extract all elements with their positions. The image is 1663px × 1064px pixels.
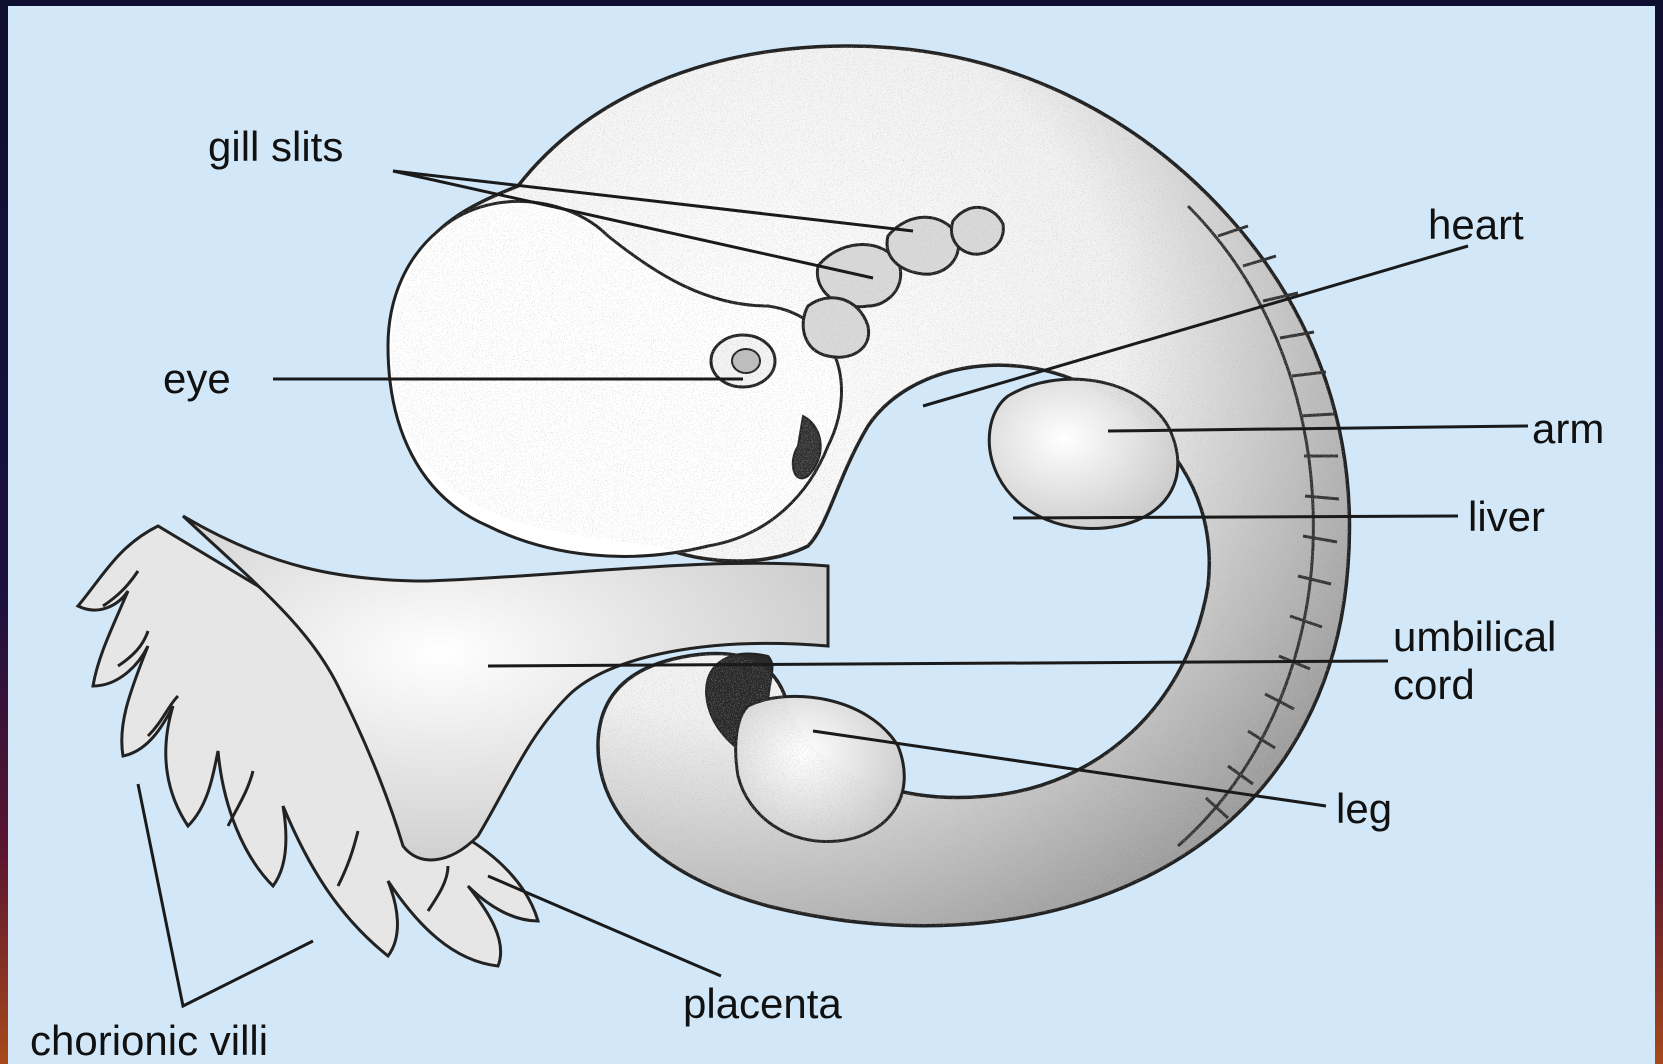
label-heart: heart: [1428, 202, 1524, 248]
leader-liver: [1013, 516, 1458, 518]
label-eye: eye: [163, 356, 231, 402]
leader-placenta: [488, 876, 721, 976]
label-chorionic-villi: chorionic villi: [30, 1018, 268, 1064]
label-leg: leg: [1336, 786, 1392, 832]
label-umbilical: umbilical: [1393, 614, 1556, 660]
label-placenta: placenta: [683, 981, 842, 1027]
label-liver: liver: [1468, 494, 1545, 540]
label-gill-slits: gill slits: [208, 124, 343, 170]
diagram-panel: gill slits eye heart arm liver umbilical…: [8, 6, 1655, 1064]
label-cord: cord: [1393, 662, 1475, 708]
stipple-texture: [391, 46, 1349, 926]
label-arm: arm: [1532, 406, 1604, 452]
